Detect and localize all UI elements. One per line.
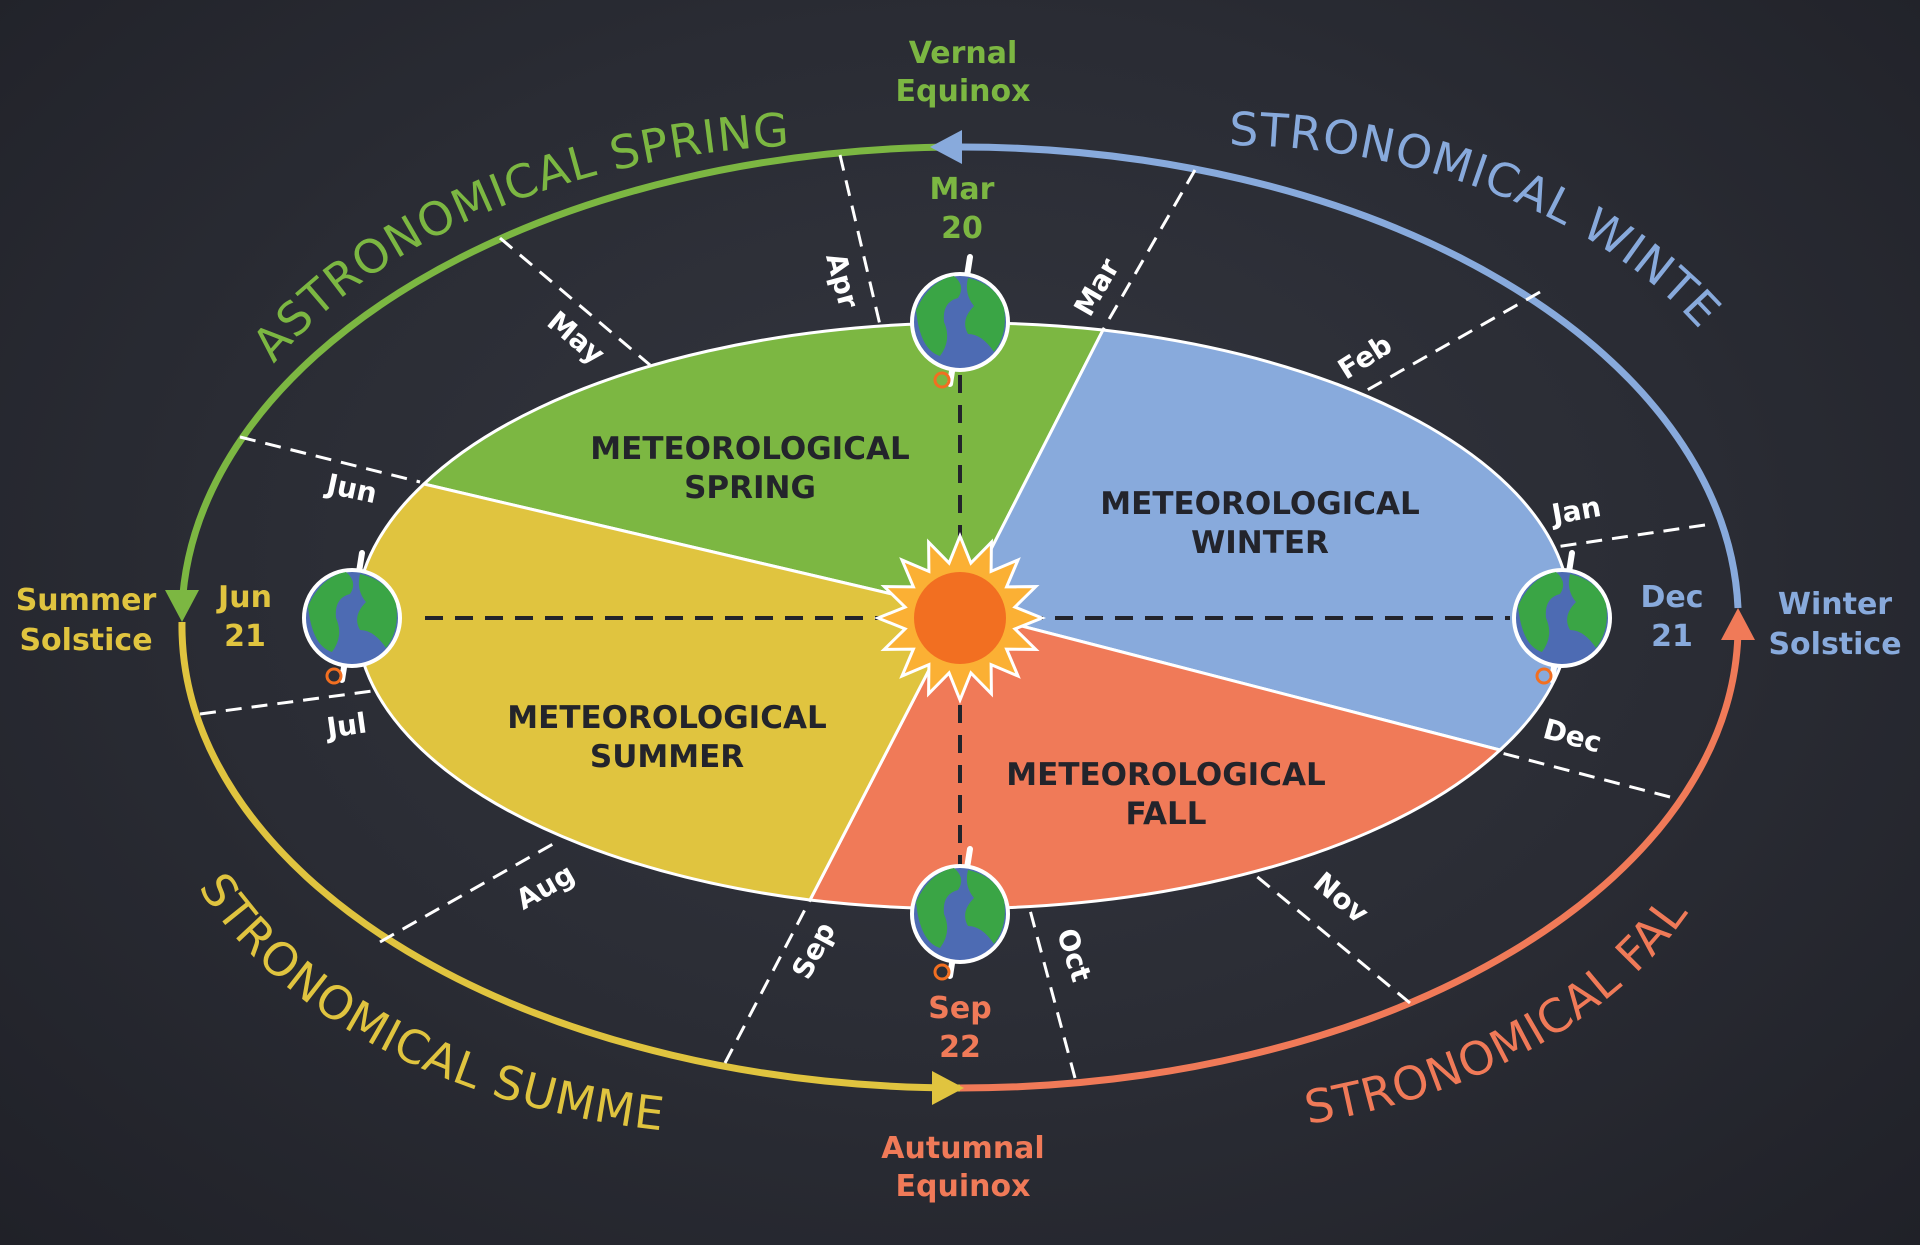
- earth-continent: [916, 276, 962, 356]
- month-label-mar: Mar: [1067, 253, 1126, 322]
- meteorological-summer-line1: METEOROLOGICAL: [507, 700, 826, 736]
- month-line: [838, 154, 882, 326]
- earth-icon-december: [1512, 550, 1612, 685]
- label-astronomical-winter: ASTRONOMICAL WINTER: [0, 0, 1732, 338]
- earth-icon-june: [302, 550, 402, 685]
- month-line: [1098, 169, 1197, 336]
- orbit-arc-summer: [178, 621, 961, 1092]
- label-astronomical-spring: ASTRONOMICAL SPRING: [242, 102, 792, 371]
- label-autumnal-equinox-line2: Equinox: [896, 1169, 1031, 1204]
- month-label-nov: Nov: [1307, 866, 1375, 930]
- month-line: [723, 899, 812, 1064]
- date-mar-day: 20: [941, 211, 983, 246]
- meteorological-summer-line2: SUMMER: [590, 739, 744, 775]
- rotation-arrow-icon: [933, 963, 951, 981]
- date-jun-month: Jun: [216, 580, 272, 615]
- arrow-head-fall: [1721, 608, 1755, 640]
- earth-icon-march: [910, 254, 1010, 389]
- label-autumnal-equinox-line1: Autumnal: [881, 1131, 1044, 1166]
- month-line: [1534, 523, 1706, 552]
- earth-continent: [965, 870, 1005, 944]
- orbit-arc-winter: [959, 143, 1742, 609]
- arrow-head-spring: [165, 590, 199, 622]
- date-sep-day: 22: [939, 1030, 981, 1065]
- sector-meteorological-summer: [354, 482, 963, 902]
- month-line: [499, 236, 651, 367]
- label-vernal-equinox-line1: Vernal: [909, 36, 1018, 71]
- sun-core: [914, 572, 1006, 664]
- month-divider-lines: [199, 154, 1706, 1079]
- month-label-may: May: [541, 304, 611, 371]
- month-label-sep: Sep: [785, 917, 842, 985]
- earth-icon-september: [910, 846, 1010, 981]
- earth-continent: [357, 574, 397, 648]
- earth-continent: [965, 278, 1005, 352]
- date-mar-month: Mar: [930, 172, 995, 207]
- rotation-arrow-icon: [1535, 667, 1553, 685]
- meteorological-winter-line2: WINTER: [1191, 525, 1329, 561]
- label-winter-solstice-line1: Winter: [1778, 587, 1892, 622]
- meteorological-fall-line1: METEOROLOGICAL: [1006, 757, 1325, 793]
- meteorological-spring-line2: SPRING: [684, 470, 816, 506]
- month-label-feb: Feb: [1332, 328, 1398, 386]
- month-line: [1028, 909, 1077, 1079]
- month-label-jan: Jan: [1547, 490, 1603, 531]
- arrow-head-summer: [932, 1071, 964, 1105]
- date-dec-month: Dec: [1640, 580, 1703, 615]
- rotation-arrow-icon: [933, 371, 951, 389]
- month-label-oct: Oct: [1050, 924, 1098, 985]
- month-line: [1254, 873, 1411, 1005]
- month-line: [379, 838, 561, 944]
- date-jun-day: 21: [224, 619, 266, 654]
- month-label-jun: Jun: [322, 467, 380, 510]
- orbit-arc-spring: [178, 143, 961, 609]
- meteorological-winter-line1: METEOROLOGICAL: [1100, 486, 1419, 522]
- label-summer-solstice-line1: Summer: [16, 583, 157, 618]
- label-vernal-equinox-line2: Equinox: [896, 74, 1031, 109]
- month-label-apr: Apr: [819, 249, 865, 311]
- month-line: [1489, 748, 1671, 799]
- meteorological-fall-line2: FALL: [1125, 796, 1206, 832]
- month-label-dec: Dec: [1540, 712, 1605, 759]
- orbit-arc-fall: [959, 621, 1742, 1092]
- date-sep-month: Sep: [928, 991, 991, 1026]
- month-line: [1354, 290, 1541, 399]
- date-dec-day: 21: [1651, 619, 1693, 654]
- meteorological-ellipse: [354, 321, 1572, 911]
- month-label-aug: Aug: [510, 857, 580, 916]
- month-line: [239, 435, 421, 484]
- month-label-jul: Jul: [323, 706, 369, 745]
- arrow-head-winter: [930, 130, 962, 164]
- label-winter-solstice-line2: Solstice: [1768, 627, 1901, 662]
- meteorological-spring-line1: METEOROLOGICAL: [590, 431, 909, 467]
- label-summer-solstice-line2: Solstice: [19, 623, 152, 658]
- earth-continent: [1567, 574, 1607, 648]
- rotation-arrow-icon: [325, 667, 343, 685]
- astronomical-orbit: [165, 130, 1755, 1105]
- earth-continent: [308, 572, 354, 652]
- earth-continent: [916, 868, 962, 948]
- sun-icon: [873, 531, 1047, 705]
- earth-continent: [1518, 572, 1564, 652]
- month-line: [199, 688, 381, 716]
